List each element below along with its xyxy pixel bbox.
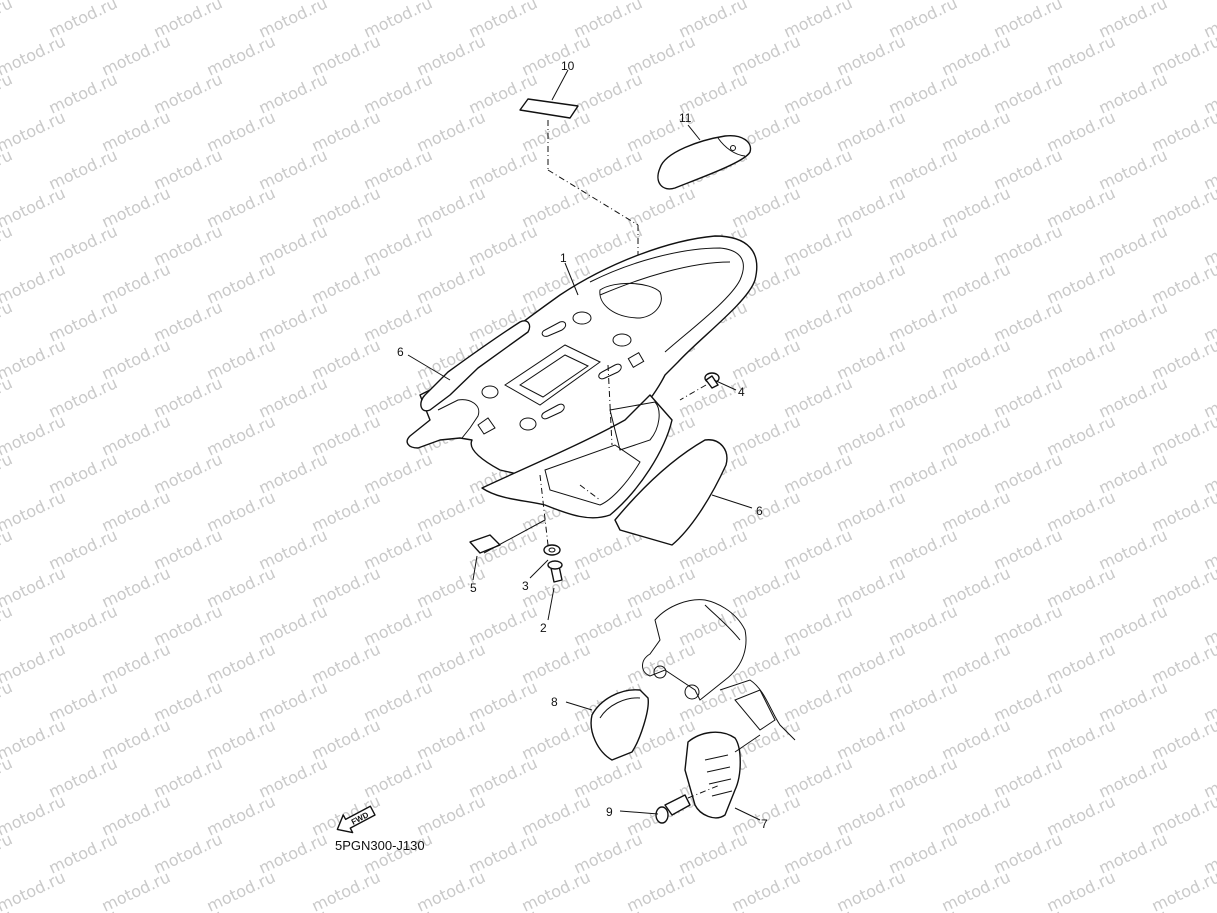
callout-10: 10 [561, 59, 575, 73]
part-11-pad [657, 135, 752, 190]
part-6-reflector-left [420, 320, 531, 412]
callout-leaders [407, 69, 761, 821]
part-2-bolt [547, 560, 563, 583]
part-7-plate [684, 731, 761, 819]
callout-11: 11 [679, 111, 692, 125]
callout-6-left: 6 [397, 345, 404, 359]
part-9-screw [655, 784, 721, 824]
callout-5: 5 [470, 581, 477, 595]
callout-2: 2 [540, 621, 547, 635]
callout-8: 8 [551, 695, 558, 709]
callout-6-right: 6 [756, 504, 763, 518]
part-5-pad [469, 519, 546, 554]
fwd-arrow: FWD [336, 805, 376, 834]
part-6-reflector-right [614, 439, 728, 546]
diagram-code: 5PGN300-J130 [335, 838, 425, 853]
part-4-bolt [679, 372, 737, 401]
part-1-rear-fender [406, 235, 758, 546]
callout-9: 9 [606, 805, 613, 819]
frame-section [642, 599, 796, 741]
part-8-bracket [590, 689, 649, 761]
part-3-washer [543, 544, 561, 556]
callout-1: 1 [560, 251, 567, 265]
callout-3: 3 [522, 579, 529, 593]
callout-numbers: 1 2 3 4 5 6 6 7 8 9 10 11 [397, 59, 768, 831]
callout-7: 7 [761, 817, 768, 831]
part-10-label [519, 98, 639, 280]
callout-4: 4 [738, 385, 745, 399]
